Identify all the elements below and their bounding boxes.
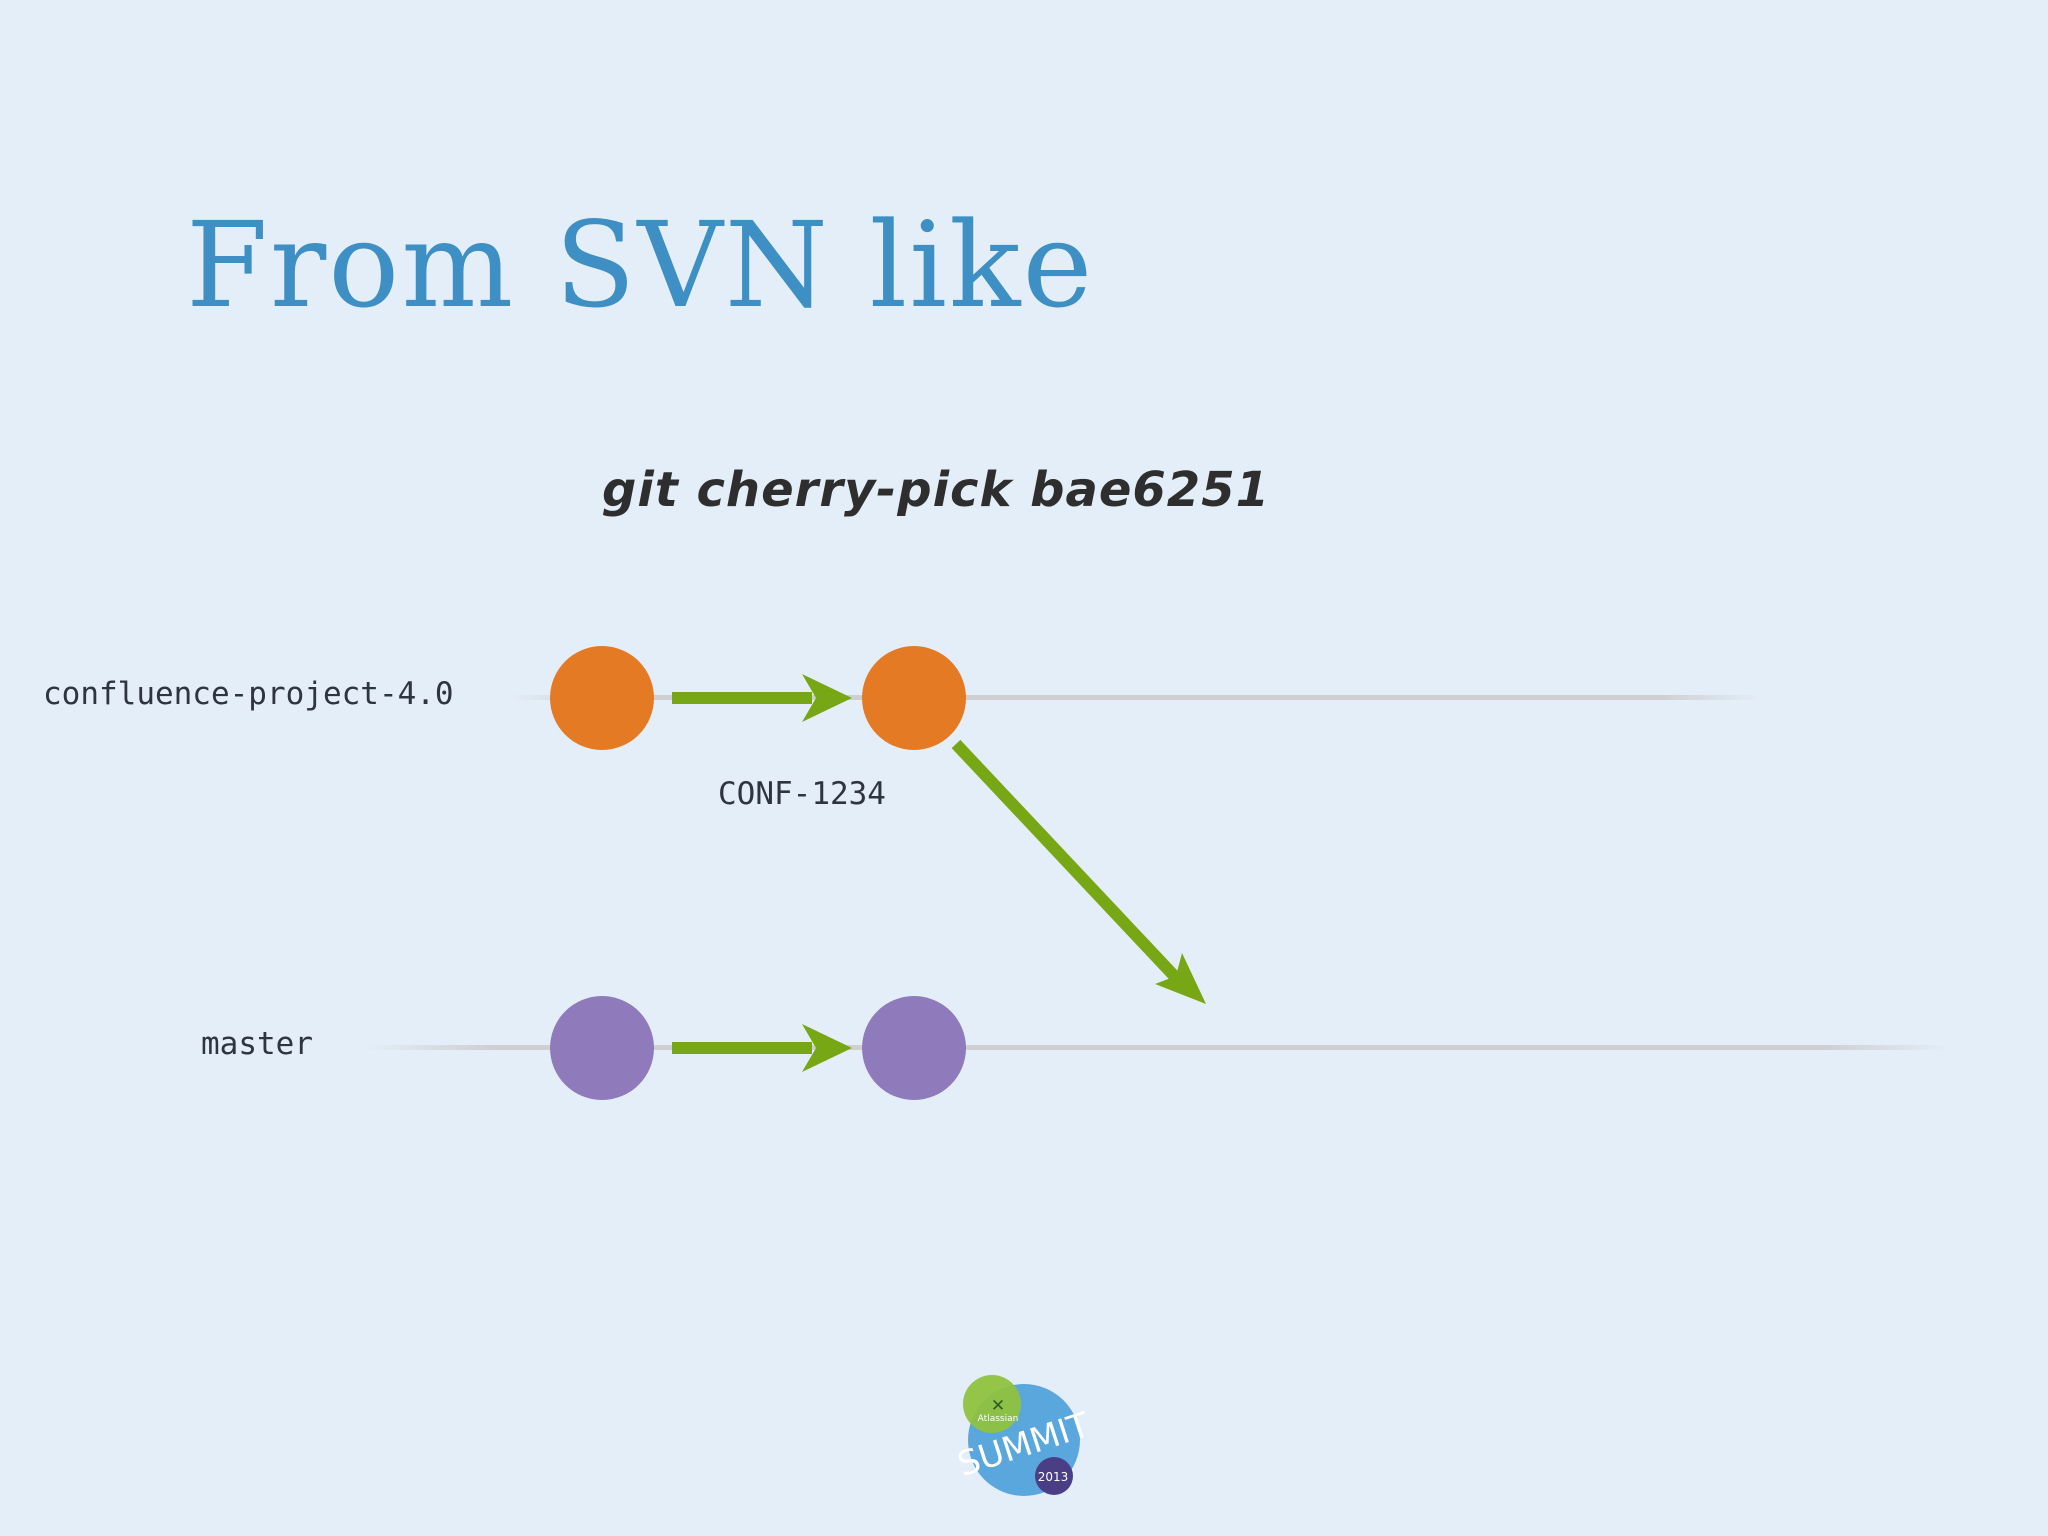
commit-master-2 xyxy=(862,996,966,1100)
arrow-confluence xyxy=(672,674,852,722)
svg-text:✕: ✕ xyxy=(991,1396,1005,1416)
commit-confluence-1 xyxy=(550,646,654,750)
branch-label-master: master xyxy=(201,1026,313,1062)
svg-text:2013: 2013 xyxy=(1038,1470,1069,1484)
arrow-master xyxy=(672,1024,852,1072)
commit-master-1 xyxy=(550,996,654,1100)
commit-confluence-2 xyxy=(862,646,966,750)
branch-line-master xyxy=(365,1045,1950,1050)
git-command-text: git cherry-pick bae6251 xyxy=(602,462,1270,518)
branch-line-confluence xyxy=(510,695,1760,700)
slide-title: From SVN like xyxy=(186,196,1095,334)
commit-label-conf: CONF-1234 xyxy=(718,776,886,812)
cherry-pick-arrow xyxy=(951,739,1206,1004)
svg-text:Atlassian: Atlassian xyxy=(978,1414,1019,1424)
atlassian-summit-logo: ✕ Atlassian SUMMIT 2013 xyxy=(953,1375,1095,1496)
branch-label-confluence: confluence-project-4.0 xyxy=(43,676,454,712)
